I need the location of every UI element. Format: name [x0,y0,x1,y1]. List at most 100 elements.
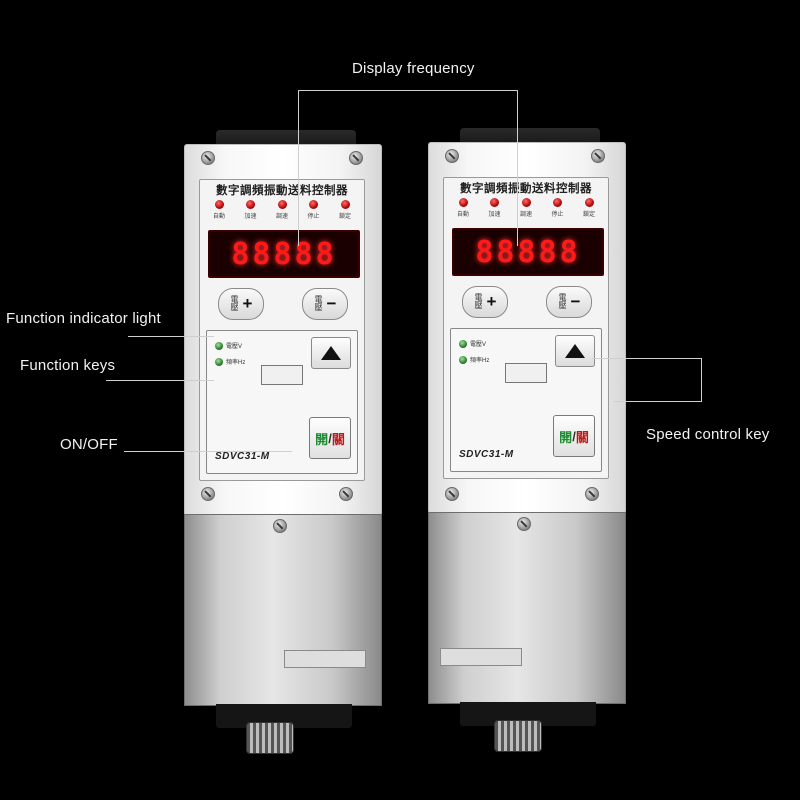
led-icon [214,200,224,209]
frequency-indicator: 頻率Hz [459,355,489,364]
model-number: SDVC31-M [215,451,270,462]
callout-speed-control-key: Speed control key [646,426,770,443]
controller-right: 數字調頻振動送料控制器 自動 加速 調速 停止 鎖定 88888 電壓 + 電壓… [428,128,626,758]
status-led: 鎖定 [330,200,360,220]
voltage-down-button[interactable]: 電壓 − [546,286,592,318]
status-leds: 自動 加速 調速 停止 鎖定 [204,200,360,220]
minus-icon: − [570,292,581,311]
function-subpanel: 電壓V 頻率Hz SDVC31-M 開/關 [206,330,358,474]
control-panel: 數字調頻振動送料控制器 自動 加速 調速 停止 鎖定 88888 電壓 + 電壓… [443,177,609,479]
status-led: 加速 [480,198,510,218]
triangle-up-icon [565,344,585,358]
led-label: 鎖定 [338,214,351,220]
panel-title: 數字調頻振動送料控制器 [460,183,592,195]
led-label: 調速 [519,212,532,218]
leader-line [106,380,214,381]
indicator-label: 電壓V [470,342,487,348]
frequency-display: 88888 [208,230,360,278]
frequency-indicator: 頻率Hz [215,357,245,366]
front-plate: 數字調頻振動送料控制器 自動 加速 調速 停止 鎖定 88888 電壓 + 電壓… [428,142,626,514]
status-led: 調速 [267,200,297,220]
led-icon [340,200,350,209]
led-label: 調速 [275,214,288,220]
led-label: 自動 [456,212,469,218]
bracket-label-plate [284,650,366,668]
off-label: 關 [331,431,345,447]
leader-line [298,90,299,246]
voltage-indicator: 電壓V [215,341,242,350]
screw-icon [591,149,605,163]
separator: / [572,428,576,444]
indicator-label: 頻率Hz [470,358,490,364]
leader-line [701,358,702,402]
panel-title: 數字調頻振動送料控制器 [216,185,348,197]
cable-connector [246,722,294,754]
screw-icon [273,519,287,533]
leader-line [614,401,702,402]
screw-icon [349,151,363,165]
frequency-display: 88888 [452,228,604,276]
function-key-slot[interactable] [261,365,303,385]
leader-line [298,90,518,91]
callout-display-frequency: Display frequency [352,60,475,77]
led-icon [246,200,255,209]
led-icon [458,198,468,207]
mounting-bracket [428,512,626,704]
callout-on-off: ON/OFF [60,436,118,453]
led-icon [277,200,287,209]
screw-icon [339,487,353,501]
led-icon [490,198,499,207]
on-off-button[interactable]: 開/關 [309,417,351,459]
separator: / [328,430,332,446]
control-panel: 數字調頻振動送料控制器 自動 加速 調速 停止 鎖定 88888 電壓 + 電壓… [199,179,365,481]
status-leds: 自動 加速 調速 停止 鎖定 [448,198,604,218]
triangle-up-icon [321,346,341,360]
display-digits: 88888 [475,234,581,270]
on-off-button[interactable]: 開/關 [553,415,595,457]
function-key-slot[interactable] [505,363,547,383]
off-label: 關 [575,429,589,445]
led-icon [553,198,562,207]
screw-icon [201,487,215,501]
function-subpanel: 電壓V 頻率Hz SDVC31-M 開/關 [450,328,602,472]
front-plate: 數字調頻振動送料控制器 自動 加速 調速 停止 鎖定 88888 電壓 + 電壓… [184,144,382,516]
plus-icon: + [242,294,253,313]
status-led: 加速 [236,200,266,220]
indicator-label: 頻率Hz [226,360,246,366]
led-label: 加速 [488,212,501,218]
indicator-led-icon [459,355,467,364]
voltage-indicator: 電壓V [459,339,486,348]
leader-line [592,358,702,359]
screw-icon [201,151,215,165]
led-label: 停止 [307,214,320,220]
on-label: 開 [315,431,329,447]
model-number: SDVC31-M [459,449,514,460]
cable-connector [494,720,542,752]
led-label: 鎖定 [582,212,595,218]
button-label: 電壓 [558,293,567,310]
speed-control-button[interactable] [555,335,595,367]
speed-control-button[interactable] [311,337,351,369]
screw-icon [445,487,459,501]
screw-icon [445,149,459,163]
led-label: 自動 [212,214,225,220]
voltage-down-button[interactable]: 電壓 − [302,288,348,320]
status-led: 調速 [511,198,541,218]
minus-icon: − [326,294,337,313]
button-label: 電壓 [474,293,483,310]
led-icon [521,198,531,207]
leader-line [128,336,214,337]
callout-function-indicator-light: Function indicator light [6,310,161,327]
plus-icon: + [486,292,497,311]
indicator-led-icon [459,339,467,348]
button-label: 電壓 [230,295,239,312]
controller-left: 數字調頻振動送料控制器 自動 加速 調速 停止 鎖定 88888 電壓 + 電壓… [184,130,382,760]
status-led: 停止 [299,200,329,220]
screw-icon [517,517,531,531]
voltage-up-button[interactable]: 電壓 + [462,286,508,318]
voltage-up-button[interactable]: 電壓 + [218,288,264,320]
button-label: 電壓 [314,295,323,312]
on-label: 開 [559,429,573,445]
leader-line [124,451,292,452]
led-icon [309,200,318,209]
